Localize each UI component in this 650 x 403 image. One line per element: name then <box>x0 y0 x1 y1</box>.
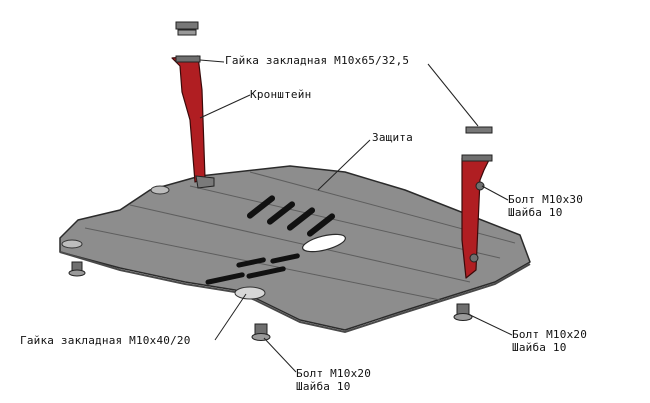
vent-slot <box>306 213 336 237</box>
label-line-1: Болт М10х20 <box>296 367 372 380</box>
leader-guard <box>317 139 371 191</box>
label-guard: Защита <box>372 131 413 144</box>
rib-line <box>189 185 501 259</box>
label-text: Защита <box>372 131 413 144</box>
embedded-nut-top-right <box>465 126 493 134</box>
label-line-2: Шайба 10 <box>512 341 567 354</box>
vent-slot <box>286 207 316 231</box>
vent-slot <box>270 253 300 264</box>
label-line-1: Болт М10х30 <box>508 193 584 206</box>
label-bolt-m10x20-bottom: Болт М10х20 Шайба 10 <box>296 367 371 393</box>
bracket-left-body <box>171 55 206 183</box>
leader-bolt-right-lower <box>467 313 513 336</box>
vent-slot <box>236 257 266 268</box>
label-bracket: Кронштейн <box>250 88 311 101</box>
rib-line <box>129 204 471 283</box>
bolt-bottom-right <box>453 303 473 321</box>
skid-plate <box>59 165 531 334</box>
bracket-left-flange <box>195 175 215 189</box>
leader-nut-top-left <box>199 59 225 63</box>
vent-slot <box>205 272 245 285</box>
leader-bracket <box>199 94 251 119</box>
vent-slot <box>246 195 276 219</box>
bolt-left <box>68 261 86 277</box>
label-text: Гайка закладная М10х65/32,5 <box>225 54 410 67</box>
skid-plate-front-edge <box>59 251 531 334</box>
bracket-left-top-plate <box>175 55 201 63</box>
label-embedded-nut-m10x65: Гайка закладная М10х65/32,5 <box>225 54 409 67</box>
drain-oval <box>301 233 347 253</box>
label-line-1: Болт М10х20 <box>512 328 588 341</box>
leader-nut-bottom <box>214 293 247 341</box>
label-text: Кронштейн <box>250 88 312 101</box>
leader-nut-top <box>427 63 479 127</box>
skid-plate-body <box>59 165 531 331</box>
vent-slot <box>246 266 286 279</box>
embedded-nut-top-left <box>175 21 199 36</box>
bracket-left <box>171 55 215 189</box>
mount-lug <box>234 286 266 300</box>
mount-lug <box>150 185 170 195</box>
label-line-2: Шайба 10 <box>508 206 563 219</box>
bracket-right-top-plate <box>461 154 493 162</box>
vent-slot <box>266 201 296 225</box>
bolt-head <box>469 253 479 263</box>
bolt-bottom-center <box>251 323 271 341</box>
label-line-2: Шайба 10 <box>296 380 351 393</box>
label-bolt-m10x20-right: Болт М10х20 Шайба 10 <box>512 328 587 354</box>
mount-lug <box>61 239 83 249</box>
bracket-right <box>461 154 493 279</box>
leader-bolt-bottom <box>263 337 297 373</box>
label-bolt-m10x30: Болт М10х30 Шайба 10 <box>508 193 583 219</box>
rib-line <box>84 227 441 301</box>
label-embedded-nut-m10x40: Гайка закладная М10х40/20 <box>20 334 191 347</box>
bolt-head <box>475 181 485 191</box>
label-text: Гайка закладная М10х40/20 <box>20 334 191 347</box>
leader-bolt-right-upper <box>481 185 509 201</box>
